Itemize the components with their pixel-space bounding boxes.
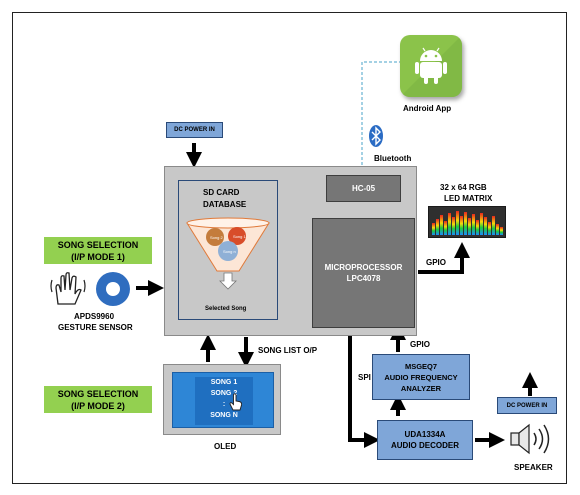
led-matrix-label-1: 32 x 64 RGB bbox=[440, 183, 487, 192]
gesture-sensor-icon bbox=[96, 272, 130, 306]
sd-card-title-2: DATABASE bbox=[203, 200, 247, 209]
speaker-icon bbox=[510, 423, 550, 455]
song-list-label: SONG LIST O/P bbox=[258, 346, 318, 355]
oled-item-3: : bbox=[222, 401, 226, 408]
bluetooth-icon bbox=[369, 125, 383, 147]
sensor-label-1: APDS9960 bbox=[74, 312, 115, 321]
msgeq7-line-2: AUDIO FREQUENCY bbox=[384, 372, 458, 382]
msgeq7-line-1: MSGEQ7 bbox=[404, 361, 438, 371]
sd-card-title-1: SD CARD bbox=[203, 188, 240, 197]
bluetooth-label: Bluetooth bbox=[374, 154, 412, 163]
mode2-line-2: (I/P MODE 2) bbox=[71, 400, 125, 411]
mcu-line-2: LPC4078 bbox=[346, 274, 381, 283]
hc05-label: HC-05 bbox=[351, 184, 376, 193]
song-n-text: Song n bbox=[223, 249, 236, 254]
gpio-top-label: GPIO bbox=[426, 258, 447, 267]
arrow-mcu-led bbox=[418, 242, 470, 274]
diagram-frame bbox=[12, 12, 567, 484]
song-selection-mode-2: SONG SELECTION (I/P MODE 2) bbox=[44, 386, 152, 413]
oled-label: OLED bbox=[214, 442, 237, 451]
oled-song-list: SONG 1 SONG 2 : SONG N bbox=[195, 377, 253, 425]
mode2-line-1: SONG SELECTION bbox=[57, 388, 139, 399]
microprocessor-box: MICROPROCESSOR LPC4078 bbox=[312, 218, 415, 328]
song-selection-mode-1: SONG SELECTION (I/P MODE 1) bbox=[44, 237, 152, 264]
led-matrix-label-2: LED MATRIX bbox=[444, 194, 493, 203]
dc-power-top-label: DC POWER IN bbox=[174, 127, 215, 133]
oled-item-4: SONG N bbox=[210, 412, 238, 419]
mcu-line-1: MICROPROCESSOR bbox=[324, 263, 403, 272]
android-app-label: Android App bbox=[403, 104, 452, 113]
oled-item-1: SONG 1 bbox=[210, 379, 238, 386]
arrow-mcu-uda bbox=[348, 336, 380, 448]
oled-frame: SONG 1 SONG 2 : SONG N bbox=[163, 364, 281, 435]
touch-pointer-icon bbox=[229, 393, 243, 411]
oled-screen: SONG 1 SONG 2 : SONG N bbox=[172, 372, 274, 428]
msgeq7-line-3: ANALYZER bbox=[400, 383, 442, 393]
dc-power-box-right: DC POWER IN bbox=[497, 397, 557, 414]
led-matrix-display bbox=[428, 206, 506, 238]
sd-card-database: SD CARD DATABASE Song 2 Song 1 Song n Se… bbox=[178, 180, 278, 320]
uda1334a-box: UDA1334A AUDIO DECODER bbox=[377, 420, 473, 460]
msgeq7-box: MSGEQ7 AUDIO FREQUENCY ANALYZER bbox=[372, 354, 470, 400]
speaker-label: SPEAKER bbox=[514, 463, 553, 472]
uda-line-2: AUDIO DECODER bbox=[390, 441, 459, 450]
hc05-box: HC-05 bbox=[326, 175, 401, 202]
sensor-label-2: GESTURE SENSOR bbox=[58, 323, 133, 332]
gpio-mid-label: GPIO bbox=[410, 340, 431, 349]
android-app-icon bbox=[400, 35, 462, 97]
spi-label: SPI bbox=[358, 373, 371, 382]
mode1-line-2: (I/P MODE 1) bbox=[71, 251, 125, 262]
song-1-text: Song 1 bbox=[233, 234, 246, 239]
dc-power-right-label: DC POWER IN bbox=[506, 402, 548, 409]
dc-power-box-top: DC POWER IN bbox=[166, 122, 223, 138]
led-matrix-bars bbox=[432, 211, 503, 235]
song-2-text: Song 2 bbox=[210, 235, 223, 240]
song-funnel: Song 2 Song 1 Song n bbox=[186, 217, 270, 290]
selected-song-label: Selected Song bbox=[205, 306, 247, 312]
mode1-line-1: SONG SELECTION bbox=[57, 239, 139, 250]
hand-gesture-icon bbox=[50, 272, 86, 305]
oled-item-2: SONG 2 bbox=[210, 390, 238, 397]
uda-line-1: UDA1334A bbox=[404, 430, 446, 439]
bluetooth-link bbox=[361, 61, 400, 170]
